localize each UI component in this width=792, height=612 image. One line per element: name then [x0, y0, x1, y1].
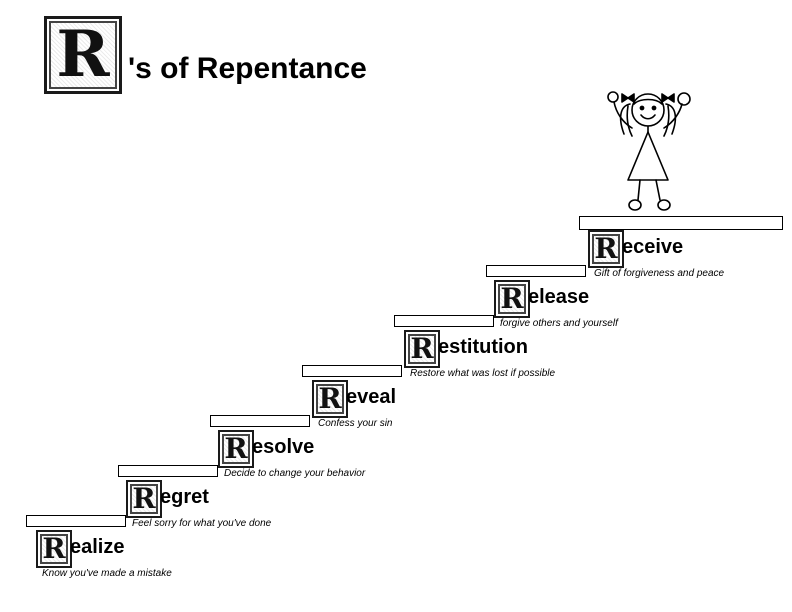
- stair-step-3: [210, 415, 310, 427]
- step-word: eceive: [622, 236, 684, 258]
- step-word: esolve: [252, 436, 315, 458]
- step-description: forgive others and yourself: [500, 318, 618, 329]
- step-r-stamp: R: [494, 280, 530, 318]
- step-description: Confess your sin: [318, 418, 393, 429]
- step-r-stamp: R: [36, 530, 72, 568]
- title-r-stamp: R: [44, 16, 122, 94]
- step-r-stamp: R: [218, 430, 254, 468]
- step-word: ealize: [70, 536, 125, 558]
- step-r-stamp: R: [404, 330, 440, 368]
- step-description: Feel sorry for what you've done: [132, 518, 272, 529]
- step-word: estitution: [438, 336, 528, 358]
- step-r-stamp: R: [126, 480, 162, 518]
- step-description: Decide to change your behavior: [224, 468, 366, 479]
- stair-step-4: [302, 365, 402, 377]
- stick-figure-girl-icon: [607, 91, 691, 211]
- title-text: 's of Repentance: [128, 52, 367, 85]
- stair-step-top: [579, 216, 783, 230]
- step-word: elease: [528, 286, 590, 308]
- step-description: Know you've made a mistake: [42, 568, 172, 579]
- step-word: eveal: [346, 386, 397, 408]
- stair-step-5: [394, 315, 494, 327]
- step-word: egret: [160, 486, 209, 508]
- step-description: Gift of forgiveness and peace: [594, 268, 725, 279]
- stair-step-6: [486, 265, 586, 277]
- step-description: Restore what was lost if possible: [410, 368, 556, 379]
- stair-step-1: [26, 515, 126, 527]
- step-r-stamp: R: [588, 230, 624, 268]
- step-r-stamp: R: [312, 380, 348, 418]
- stair-step-2: [118, 465, 218, 477]
